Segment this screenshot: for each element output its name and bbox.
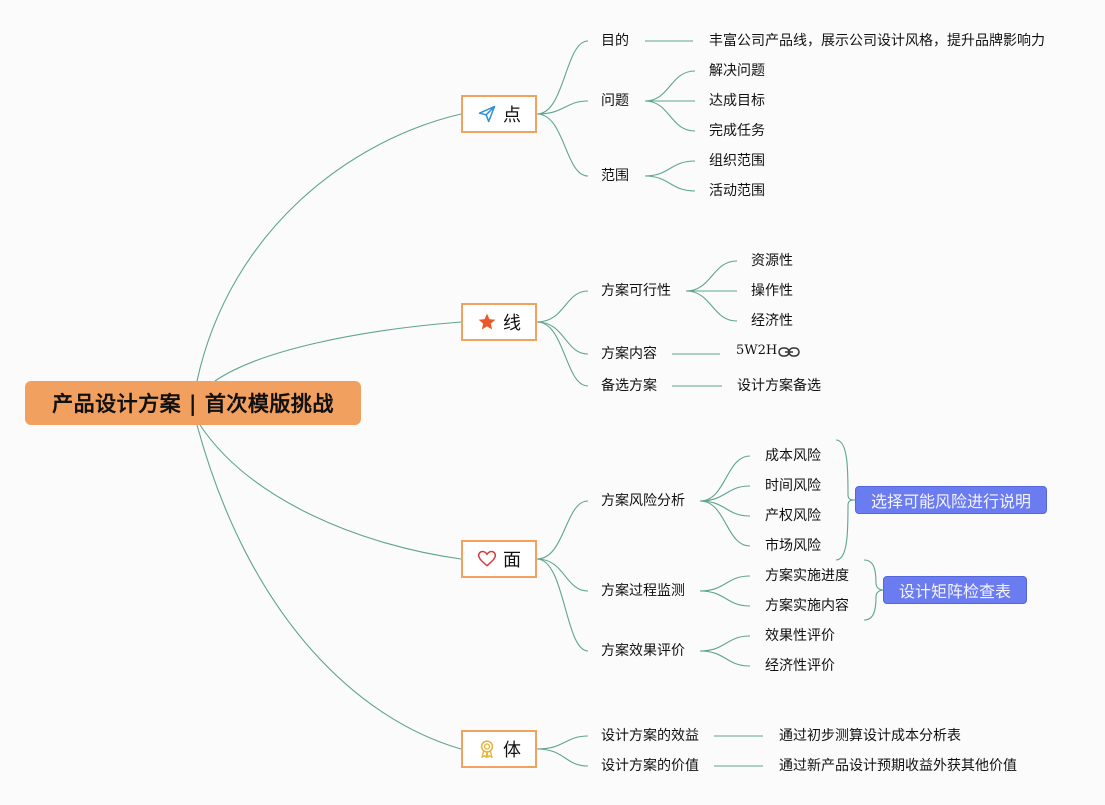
node-jiazhi-detail[interactable]: 通过新产品设计预期收益外获其他价值 [779,758,1017,774]
root-node[interactable]: 产品设计方案 | 首次模版挑战 [25,381,361,425]
node-pingjia-item[interactable]: 经济性评价 [765,658,835,674]
node-fengxian-item[interactable]: 时间风险 [765,478,821,494]
node-kexing-item[interactable]: 操作性 [751,283,793,299]
link-icon[interactable] [778,345,800,359]
branch-dian[interactable]: 点 [461,95,537,133]
node-mudi[interactable]: 目的 [601,33,629,49]
node-jiance-item[interactable]: 方案实施内容 [765,598,849,614]
node-jiance-item[interactable]: 方案实施进度 [765,568,849,584]
summary-callout-matrix[interactable]: 设计矩阵检查表 [883,576,1027,604]
node-fengxian-item[interactable]: 市场风险 [765,538,821,554]
node-fengxian[interactable]: 方案风险分析 [601,493,685,509]
paper-plane-icon [478,105,496,123]
node-fengxian-item[interactable]: 成本风险 [765,448,821,464]
branch-mian[interactable]: 面 [461,540,537,578]
node-jiazhi[interactable]: 设计方案的价值 [601,758,699,774]
node-wenti-item[interactable]: 完成任务 [709,123,765,139]
node-kexing[interactable]: 方案可行性 [601,283,671,299]
summary-callout-risk-label: 选择可能风险进行说明 [870,492,1031,511]
node-neirong-detail[interactable]: 5W2H [736,343,778,358]
node-beixuan[interactable]: 备选方案 [601,378,657,394]
node-fanwei-item[interactable]: 活动范围 [709,183,765,199]
node-jiance[interactable]: 方案过程监测 [601,583,685,599]
node-kexing-item[interactable]: 经济性 [751,313,793,329]
branch-xian[interactable]: 线 [461,303,537,341]
node-xiaoyi[interactable]: 设计方案的效益 [601,728,699,744]
node-mudi-detail[interactable]: 丰富公司产品线，展示公司设计风格，提升品牌影响力 [709,33,1045,49]
branch-xian-label: 线 [503,313,521,334]
heart-icon [477,550,497,567]
node-wenti-item[interactable]: 达成目标 [709,93,765,109]
node-fanwei[interactable]: 范围 [601,168,629,184]
node-beixuan-detail[interactable]: 设计方案备选 [737,378,821,394]
summary-callout-matrix-label: 设计矩阵检查表 [898,582,1011,601]
node-xiaoyi-detail[interactable]: 通过初步测算设计成本分析表 [779,728,961,744]
node-wenti-item[interactable]: 解决问题 [709,63,765,79]
node-neirong[interactable]: 方案内容 [601,346,657,362]
root-title: 产品设计方案 | 首次模版挑战 [52,392,334,416]
summary-callout-risk[interactable]: 选择可能风险进行说明 [855,486,1047,514]
node-fanwei-item[interactable]: 组织范围 [709,153,765,169]
branch-ti[interactable]: 体 [461,730,537,768]
node-pingjia-item[interactable]: 效果性评价 [765,628,835,644]
node-fengxian-item[interactable]: 产权风险 [765,508,821,524]
node-pingjia[interactable]: 方案效果评价 [601,643,685,659]
branch-mian-label: 面 [503,550,521,571]
node-kexing-item[interactable]: 资源性 [751,253,793,269]
award-ribbon-icon [480,740,494,758]
node-wenti[interactable]: 问题 [601,93,629,109]
branch-ti-label: 体 [503,740,521,761]
star-icon [478,313,496,330]
branch-dian-label: 点 [503,105,521,126]
